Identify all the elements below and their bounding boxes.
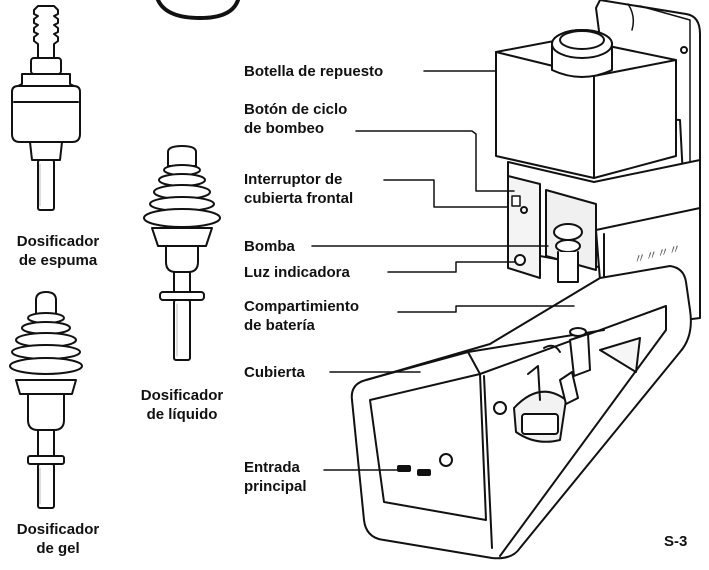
liquid-dispenser-illustration [143, 145, 221, 361]
label-gel-dispenser-line1: Dosificador [16, 521, 100, 538]
callout-leader-lines [311, 70, 575, 471]
label-liquid-dispenser-line1: Dosificador [140, 387, 224, 404]
label-foam-dispenser: Dosificador de espuma [2, 232, 114, 270]
leader-battery-compartment [397, 305, 575, 313]
gel-dispenser-illustration [9, 291, 83, 509]
label-front-cover-switch-line2: cubierta frontal [244, 190, 354, 207]
label-gel-dispenser: Dosificador de gel [2, 520, 114, 558]
leader-front-cover-switch [383, 179, 509, 208]
label-pump: Bomba [244, 237, 295, 256]
label-refill-bottle-line1: Botella de repuesto [244, 63, 384, 80]
label-indicator-light-line1: Luz indicadora [244, 264, 350, 281]
label-pump-cycle-button: Botón de ciclo de bombeo [244, 100, 347, 138]
dispenser-unit-illustration: 〃〃〃〃 [350, 0, 701, 560]
label-main-inlet-line2: principal [244, 478, 307, 495]
label-front-cover-switch: Interruptor de cubierta frontal [244, 170, 353, 208]
label-refill-bottle: Botella de repuesto [244, 62, 383, 81]
label-front-cover-switch-line1: Interruptor de [244, 171, 343, 188]
label-pump-cycle-button-line2: de bombeo [244, 120, 325, 137]
label-cover: Cubierta [244, 363, 305, 382]
label-pump-line1: Bomba [244, 238, 295, 255]
label-liquid-dispenser-line2: de líquido [146, 406, 218, 423]
leader-pump-cycle-button [355, 130, 515, 192]
leader-indicator-light [387, 261, 515, 273]
label-liquid-dispenser: Dosificador de líquido [124, 386, 240, 424]
page-number: S-3 [664, 533, 688, 550]
label-pump-cycle-button-line1: Botón de ciclo [244, 101, 348, 118]
label-battery-compartment-line2: de batería [244, 317, 315, 334]
label-foam-dispenser-line1: Dosificador [16, 233, 100, 250]
label-main-inlet-line1: Entrada [244, 459, 300, 476]
label-main-inlet: Entrada principal [244, 458, 307, 496]
foam-dispenser-illustration [11, 5, 81, 211]
label-battery-compartment: Compartimiento de batería [244, 297, 359, 335]
header-circle-fragment [156, 0, 240, 20]
label-gel-dispenser-line2: de gel [36, 540, 80, 557]
label-indicator-light: Luz indicadora [244, 263, 350, 282]
label-battery-compartment-line1: Compartimiento [244, 298, 360, 315]
label-foam-dispenser-line2: de espuma [18, 252, 98, 269]
label-cover-line1: Cubierta [244, 364, 305, 381]
